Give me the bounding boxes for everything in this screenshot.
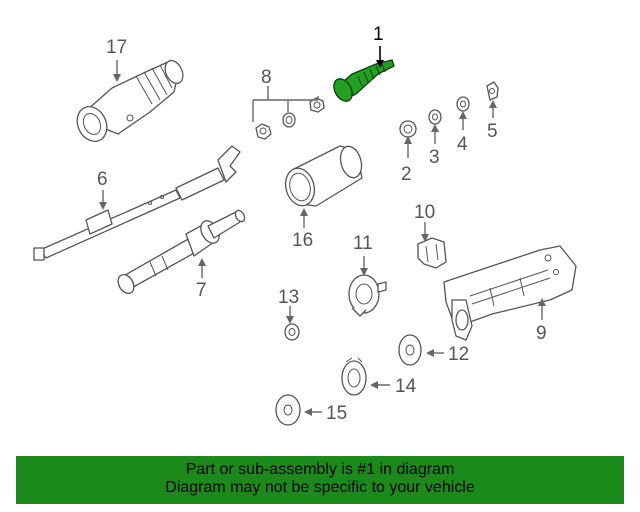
part-13-nut <box>284 323 300 341</box>
part-11-ring <box>348 274 387 317</box>
callout-12: 12 <box>448 344 469 365</box>
callout-10: 10 <box>414 202 435 223</box>
callout-3: 3 <box>429 147 440 168</box>
callout-6: 6 <box>97 169 108 190</box>
callout-13: 13 <box>278 287 299 308</box>
part-15-washer <box>275 394 301 426</box>
part-17-housing <box>76 59 184 143</box>
part-5-clip <box>486 81 499 101</box>
callout-8: 8 <box>261 67 272 88</box>
part-1-highlighted <box>333 59 395 102</box>
part-9-support <box>443 245 577 341</box>
part-7-lower-shaft <box>117 209 246 294</box>
callout-4: 4 <box>457 134 468 155</box>
part-14-ring <box>341 357 367 396</box>
callout-7: 7 <box>196 280 207 301</box>
banner-line-2: Diagram may not be specific to your vehi… <box>165 479 475 496</box>
info-banner: Part or sub-assembly is #1 in diagram Di… <box>16 456 624 504</box>
callout-5: 5 <box>487 121 498 142</box>
callout-15: 15 <box>326 403 347 424</box>
callout-14: 14 <box>395 376 417 397</box>
part-3-washer <box>428 109 442 125</box>
banner-line-1: Part or sub-assembly is #1 in diagram <box>185 461 455 478</box>
part-2-bushing <box>399 120 417 138</box>
part-12-washer <box>398 334 422 366</box>
callout-17: 17 <box>106 37 127 58</box>
callout-2: 2 <box>401 164 412 185</box>
callout-11: 11 <box>353 233 373 254</box>
callout-16: 16 <box>292 230 313 251</box>
callout-1: 1 <box>373 24 384 45</box>
part-4-washer <box>456 96 470 112</box>
parts-diagram: 17 1 8 2 3 4 5 <box>33 24 577 426</box>
part-8-fasteners <box>255 97 325 140</box>
part-16-cylinder <box>284 145 363 207</box>
part-6-shaft <box>33 145 241 261</box>
part-10-bracket <box>417 237 447 269</box>
callout-9: 9 <box>536 323 547 344</box>
